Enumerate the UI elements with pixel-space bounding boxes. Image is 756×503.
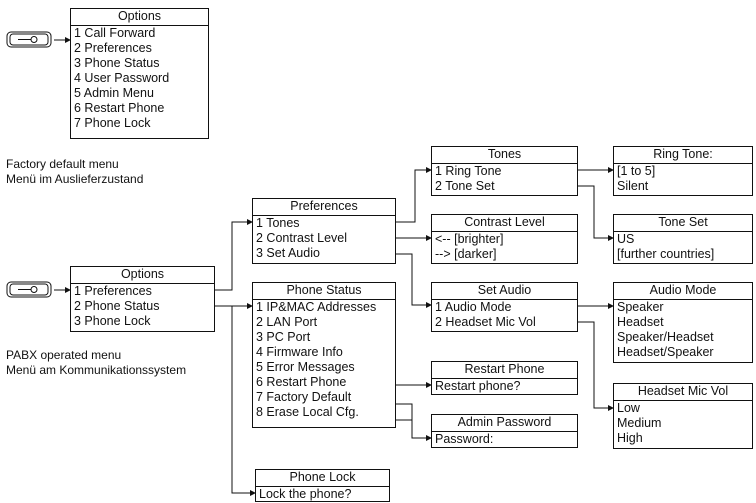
caption-pabx: PABX operated menu [6, 348, 122, 362]
menu-item: High [617, 431, 643, 445]
menu-title: Phone Status [253, 283, 395, 300]
phone-lock-menu: Phone Lock Lock the phone? [255, 469, 390, 502]
menu-item: Restart phone? [435, 379, 521, 393]
preferences-menu: Preferences 1 Tones 2 Contrast Level 3 S… [252, 198, 396, 264]
menu-item: Speaker/Headset [617, 330, 714, 344]
menu-item: <-- [brighter] [435, 232, 504, 246]
menu-title: Restart Phone [432, 362, 577, 379]
menu-item: 2 LAN Port [256, 315, 318, 329]
menu-item: 2 Headset Mic Vol [435, 315, 536, 329]
menu-item: 1 IP&MAC Addresses [256, 300, 377, 314]
menu-item: 3 Phone Lock [74, 314, 151, 328]
menu-item: [further countries] [617, 247, 715, 261]
menu-item: Lock the phone? [259, 487, 352, 501]
menu-key-icon [6, 30, 54, 55]
tones-menu: Tones 1 Ring Tone 2 Tone Set [431, 146, 578, 196]
factory-options-menu: Options 1 Call Forward 2 Preferences 3 P… [70, 8, 209, 139]
ring-tone-menu: Ring Tone: [1 to 5] Silent [613, 146, 753, 196]
caption-pabx-de: Menü am Kommunikationssystem [6, 363, 187, 377]
menu-item: 4 Firmware Info [256, 345, 343, 359]
menu-item: 1 Ring Tone [435, 164, 502, 178]
menu-item: 1 Audio Mode [435, 300, 512, 314]
audio-mode-menu: Audio Mode Speaker Headset Speaker/Heads… [613, 282, 753, 363]
menu-title: Ring Tone: [614, 147, 752, 164]
caption-factory: Factory default menu [6, 157, 119, 171]
menu-item: 6 Restart Phone [74, 101, 165, 115]
menu-title: Tone Set [614, 215, 752, 232]
menu-item: Low [617, 401, 640, 415]
menu-item: Medium [617, 416, 662, 430]
menu-item: US [617, 232, 635, 246]
menu-item: 1 Call Forward [74, 26, 156, 40]
menu-title: Admin Password [432, 415, 577, 432]
menu-title: Contrast Level [432, 215, 577, 232]
menu-item: 7 Factory Default [256, 390, 352, 404]
caption-factory-de: Menü im Auslieferzustand [6, 172, 144, 186]
menu-title: Options [71, 9, 208, 26]
menu-item: 3 Set Audio [256, 246, 320, 260]
restart-phone-menu: Restart Phone Restart phone? [431, 361, 578, 395]
menu-title: Tones [432, 147, 577, 164]
menu-title: Audio Mode [614, 283, 752, 300]
menu-item: Headset/Speaker [617, 345, 714, 359]
menu-item: 2 Tone Set [435, 179, 495, 193]
menu-item: 4 User Password [74, 71, 170, 85]
phone-status-menu: Phone Status 1 IP&MAC Addresses 2 LAN Po… [252, 282, 396, 428]
menu-item: 5 Error Messages [256, 360, 355, 374]
menu-item: 1 Tones [256, 216, 300, 230]
menu-item: 2 Phone Status [74, 299, 160, 313]
menu-item: 3 PC Port [256, 330, 311, 344]
menu-item: 6 Restart Phone [256, 375, 347, 389]
menu-title: Set Audio [432, 283, 577, 300]
tone-set-menu: Tone Set US [further countries] [613, 214, 753, 264]
menu-item: 7 Phone Lock [74, 116, 151, 130]
menu-key-icon [6, 280, 54, 305]
menu-title: Phone Lock [256, 470, 389, 487]
contrast-level-menu: Contrast Level <-- [brighter] --> [darke… [431, 214, 578, 264]
menu-item: 1 Preferences [74, 284, 152, 298]
menu-item: --> [darker] [435, 247, 497, 261]
menu-title: Options [71, 267, 214, 284]
menu-item: 8 Erase Local Cfg. [256, 405, 359, 419]
menu-item: 5 Admin Menu [74, 86, 154, 100]
menu-title: Headset Mic Vol [614, 384, 752, 401]
menu-item: Password: [435, 432, 494, 446]
admin-password-menu: Admin Password Password: [431, 414, 578, 448]
menu-item: 3 Phone Status [74, 56, 160, 70]
menu-item: [1 to 5] [617, 164, 656, 178]
headset-mic-vol-menu: Headset Mic Vol Low Medium High [613, 383, 753, 449]
menu-item: Speaker [617, 300, 664, 314]
menu-item: Silent [617, 179, 649, 193]
menu-title: Preferences [253, 199, 395, 216]
set-audio-menu: Set Audio 1 Audio Mode 2 Headset Mic Vol [431, 282, 578, 332]
menu-item: Headset [617, 315, 664, 329]
options-menu: Options 1 Preferences 2 Phone Status 3 P… [70, 266, 215, 332]
menu-item: 2 Preferences [74, 41, 152, 55]
menu-item: 2 Contrast Level [256, 231, 348, 245]
